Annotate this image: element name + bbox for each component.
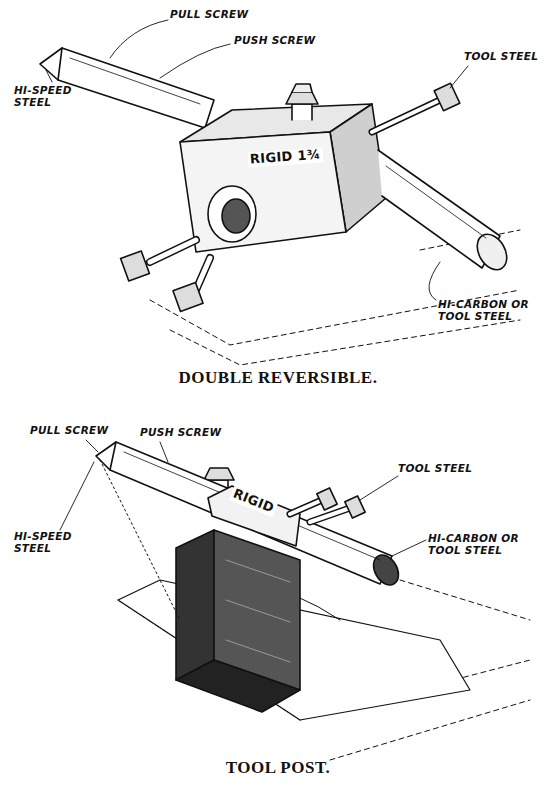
part-label: HI-CARBON OR TOOL STEEL xyxy=(438,298,538,322)
holder-block-front xyxy=(180,132,346,252)
boring-bar-right xyxy=(378,150,513,275)
part-label: TOOL STEEL xyxy=(398,462,498,474)
bore-hole-inner xyxy=(222,199,250,233)
boring-bar xyxy=(96,442,404,589)
guide-line xyxy=(100,460,180,620)
part-label: PULL SCREW xyxy=(30,424,120,436)
leader-lines xyxy=(60,440,426,556)
part-label: PULL SCREW xyxy=(170,8,280,20)
figure-caption: TOOL POST. xyxy=(2,758,552,778)
figure-caption: DOUBLE REVERSIBLE. xyxy=(2,368,552,388)
set-screw-right xyxy=(372,83,460,132)
part-label: HI-SPEED STEEL xyxy=(14,84,84,108)
part-label: PUSH SCREW xyxy=(140,426,240,438)
part-label: PUSH SCREW xyxy=(234,34,344,46)
leader-lines xyxy=(46,20,468,300)
set-screws-left xyxy=(121,140,380,311)
part-label: HI-SPEED STEEL xyxy=(14,530,94,554)
holder-collar xyxy=(208,486,300,546)
bore-hole xyxy=(208,186,256,242)
clamp-screw-top xyxy=(286,84,318,120)
part-label: HI-CARBON OR TOOL STEEL xyxy=(428,532,538,556)
set-screws xyxy=(290,488,365,522)
part-label: TOOL STEEL xyxy=(464,50,544,62)
